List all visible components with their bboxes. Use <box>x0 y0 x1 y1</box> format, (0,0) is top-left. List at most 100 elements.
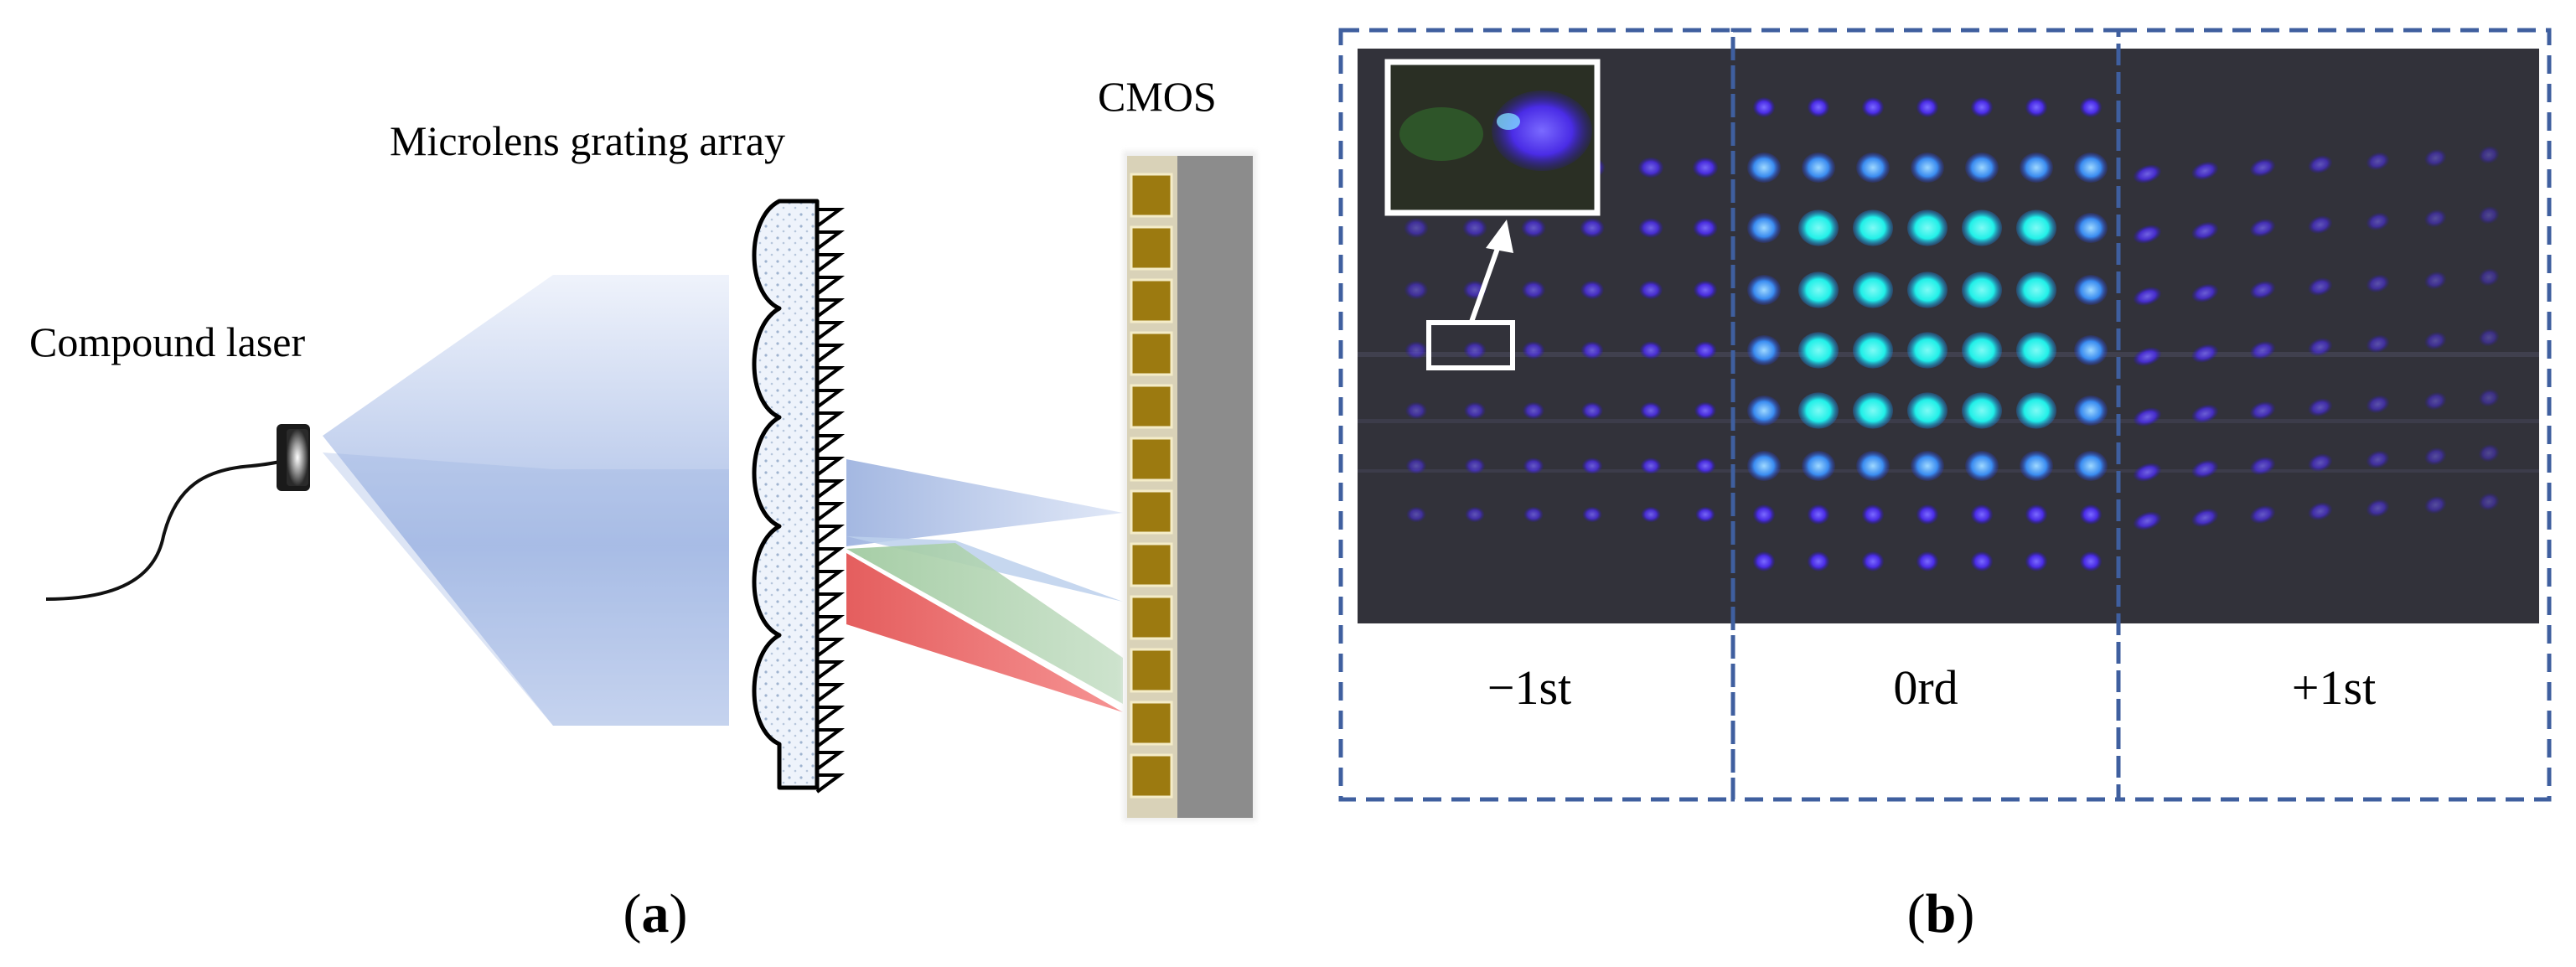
zoom-inset <box>1384 59 1601 216</box>
diffraction-spot <box>1694 402 1716 419</box>
laser-label: Compound laser <box>29 318 305 365</box>
diffraction-spot <box>2250 341 2275 359</box>
output-beam-red <box>846 553 1123 712</box>
grating-tooth <box>815 411 846 432</box>
panel-a: Compound laser Microlens grating array C… <box>29 73 1257 944</box>
diffraction-spot <box>2367 499 2390 517</box>
grating-tooth <box>815 321 846 341</box>
diffraction-spot <box>2074 451 2108 481</box>
cmos-pixel <box>1130 437 1173 482</box>
diffraction-spot <box>1465 458 1485 474</box>
diffraction-spot <box>2134 347 2161 366</box>
diffraction-spot <box>2308 155 2332 173</box>
laser-head-icon <box>277 424 310 491</box>
grating-tooth <box>815 592 846 613</box>
panel-b: −1st 0rd +1st (b) <box>1338 28 2552 944</box>
diffraction-spot <box>2016 271 2056 308</box>
diffraction-spot <box>2191 344 2218 363</box>
diffraction-spot <box>2074 396 2108 426</box>
grating-tooth <box>815 638 846 658</box>
diffraction-spot <box>1798 209 1839 246</box>
diffraction-spot <box>1962 209 2002 246</box>
grating-tooth <box>815 389 846 409</box>
diffraction-spot <box>1971 551 1993 571</box>
diffraction-spot <box>2250 219 2275 237</box>
panel-a-letter: a <box>642 883 670 944</box>
diffraction-spot <box>2134 225 2161 244</box>
zoom-source-box <box>1426 320 1515 370</box>
diffraction-spot <box>1907 332 1948 369</box>
grating-tooth <box>815 457 846 477</box>
panel-a-caption: (a) <box>623 883 688 944</box>
arrow-icon <box>1469 220 1513 323</box>
cmos-pixel <box>1130 225 1173 271</box>
diffraction-spot <box>1747 213 1781 243</box>
diffraction-spot <box>1693 158 1718 178</box>
diffraction-spot <box>1916 504 1938 525</box>
diffraction-spot <box>1640 402 1662 419</box>
diffraction-spot <box>1523 507 1544 522</box>
diffraction-spot <box>1753 97 1775 117</box>
diffraction-spot <box>2424 209 2447 227</box>
diffraction-spot <box>2308 215 2332 234</box>
diffraction-spot <box>1853 209 1893 246</box>
diffraction-spot <box>2074 213 2108 243</box>
grating-tooth <box>815 230 846 251</box>
diffraction-spot <box>1463 341 1487 359</box>
diffraction-spot <box>2308 277 2332 296</box>
diffraction-spot <box>1462 218 1487 238</box>
cmos-sensor-icon <box>1123 151 1257 821</box>
diffraction-spot <box>1798 332 1839 369</box>
diffraction-spot <box>1862 504 1884 525</box>
diffraction-spot <box>1404 281 1428 299</box>
diffraction-spot <box>2250 505 2275 524</box>
diffraction-spot <box>2025 97 2047 117</box>
diffraction-spot <box>2191 162 2218 180</box>
microlens-grating-array <box>752 199 846 794</box>
diffraction-spot <box>1916 551 1938 571</box>
cmos-pixel <box>1130 542 1173 587</box>
grating-tooth <box>815 208 846 228</box>
diffraction-spot <box>2308 502 2332 520</box>
diffraction-spot <box>2308 453 2332 472</box>
diffraction-spot <box>1853 332 1893 369</box>
diffraction-spot <box>2191 222 2218 240</box>
diffraction-spot <box>1856 153 1890 183</box>
diffraction-spot <box>1911 451 1944 481</box>
diffraction-spot <box>2134 407 2161 427</box>
diffraction-spot <box>1694 281 1717 299</box>
grating-tooth <box>815 773 846 794</box>
diffraction-spot <box>2308 338 2332 356</box>
diffraction-spot <box>2191 460 2218 478</box>
cmos-pixel <box>1130 701 1173 746</box>
diffraction-spot <box>2367 450 2390 468</box>
diffraction-spot <box>2191 405 2218 423</box>
order-label-plus-first: +1st <box>2292 660 2376 715</box>
grating-tooth <box>815 298 846 318</box>
diffraction-spot <box>1582 507 1602 522</box>
diffraction-spot <box>1641 458 1661 474</box>
cmos-pixel-column <box>1130 173 1173 799</box>
diffraction-spot <box>1798 392 1839 429</box>
diffraction-spot <box>2020 451 2053 481</box>
diffraction-spot <box>1747 153 1781 183</box>
diffraction-spot <box>1907 271 1948 308</box>
grating-tooth <box>815 751 846 771</box>
diffraction-spot <box>2479 206 2500 225</box>
diffraction-spot <box>1405 402 1427 419</box>
diffraction-spot <box>2479 389 2500 407</box>
diffraction-spot <box>1406 458 1426 474</box>
diffraction-spot <box>2250 281 2275 299</box>
grating-tooth <box>815 479 846 499</box>
grating-teeth <box>815 208 846 794</box>
grating-tooth <box>815 615 846 635</box>
diffraction-spot <box>2479 268 2500 287</box>
diffraction-spot <box>2016 209 2056 246</box>
diffraction-spot <box>2020 153 2053 183</box>
diffraction-spot <box>1638 218 1663 238</box>
diffraction-spot <box>2479 146 2500 164</box>
grating-tooth <box>815 570 846 590</box>
frame-plus-first <box>2116 28 2552 802</box>
diffraction-spot <box>2074 275 2108 305</box>
diffraction-spot <box>2074 153 2108 183</box>
